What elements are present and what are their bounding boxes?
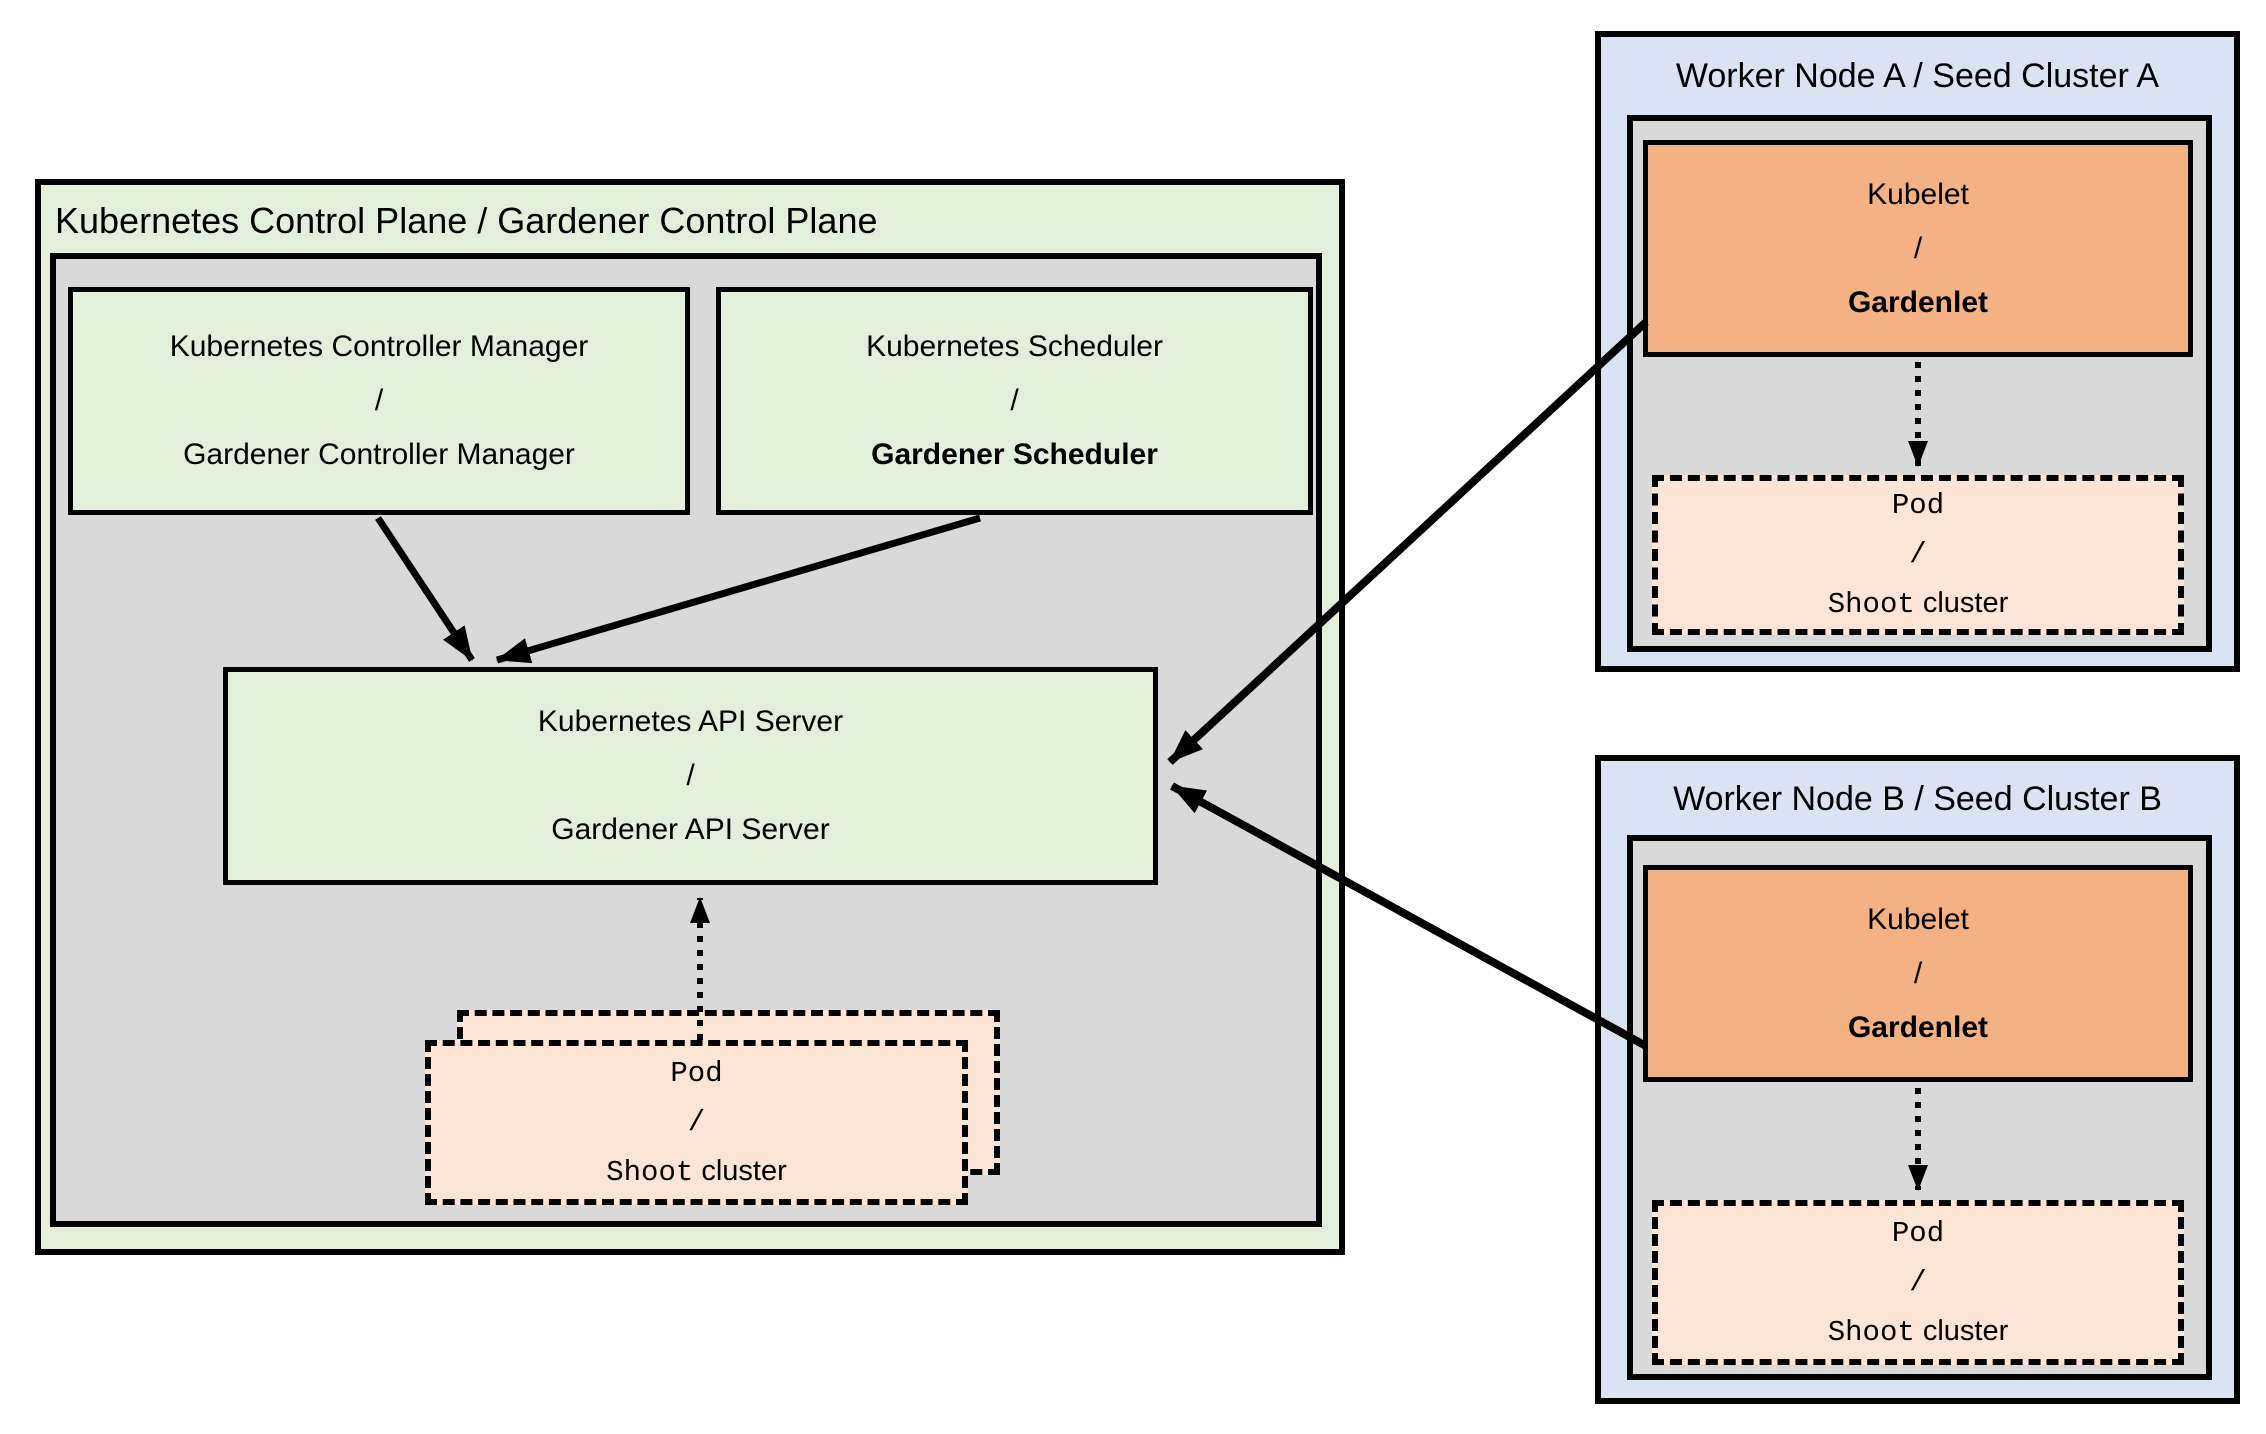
worker-a-kubelet-separator: /	[1913, 231, 1923, 265]
control-plane-inner-box: Kubernetes Controller Manager / Gardener…	[50, 253, 1322, 1227]
worker-b-pod-line1: Pod	[1891, 1216, 1945, 1250]
controller-manager-line1: Kubernetes Controller Manager	[169, 330, 589, 363]
worker-b-pod-line2-shoot: Shoot	[1827, 1315, 1915, 1349]
worker-b-pod-separator: /	[1909, 1265, 1927, 1299]
pod-line2-shoot: Shoot	[606, 1155, 694, 1189]
pod-line1: Pod	[670, 1056, 723, 1090]
pod-shoot-stack-front-box: Pod / Shoot cluster	[425, 1040, 968, 1205]
worker-b-kubelet-line1: Kubelet	[1867, 902, 1969, 936]
api-server-box: Kubernetes API Server / Gardener API Ser…	[223, 667, 1158, 885]
control-plane-title: Kubernetes Control Plane / Gardener Cont…	[55, 200, 878, 241]
worker-a-pod-separator: /	[1909, 538, 1927, 571]
worker-node-b-box: Worker Node B / Seed Cluster B Kubelet /…	[1595, 755, 2240, 1404]
controller-manager-box: Kubernetes Controller Manager / Gardener…	[68, 287, 690, 515]
worker-node-a-box: Worker Node A / Seed Cluster A Kubelet /…	[1595, 31, 2240, 672]
worker-a-kubelet-box: Kubelet / Gardenlet	[1643, 140, 2193, 357]
worker-b-kubelet-box: Kubelet / Gardenlet	[1643, 865, 2193, 1082]
pod-line2: Shoot cluster	[606, 1147, 787, 1197]
scheduler-line2: Gardener Scheduler	[871, 438, 1158, 471]
worker-node-a-inner-box: Kubelet / Gardenlet Pod / Shoot cluster	[1627, 115, 2212, 652]
worker-node-b-title: Worker Node B / Seed Cluster B	[1673, 779, 2162, 818]
worker-a-pod-box: Pod / Shoot cluster	[1652, 475, 2184, 635]
worker-a-pod-line2: Shoot cluster	[1828, 579, 2009, 629]
scheduler-line1: Kubernetes Scheduler	[866, 330, 1163, 363]
worker-b-pod-line2: Shoot cluster	[1828, 1307, 2009, 1357]
worker-a-kubelet-line2: Gardenlet	[1847, 285, 1989, 319]
worker-b-kubelet-line2: Gardenlet	[1847, 1010, 1989, 1044]
worker-b-kubelet-separator: /	[1913, 956, 1923, 990]
controller-manager-separator: /	[374, 384, 384, 417]
worker-a-pod-line1: Pod	[1891, 489, 1945, 522]
worker-a-pod-line2-cluster: cluster	[1922, 587, 2009, 619]
api-server-line2: Gardener API Server	[551, 813, 830, 846]
pod-separator: /	[687, 1105, 706, 1139]
control-plane-box: Kubernetes Control Plane / Gardener Cont…	[35, 179, 1345, 1255]
worker-a-pod-line2-shoot: Shoot	[1827, 588, 1915, 621]
controller-manager-line2: Gardener Controller Manager	[183, 438, 575, 471]
worker-a-kubelet-line1: Kubelet	[1867, 177, 1969, 211]
worker-b-pod-box: Pod / Shoot cluster	[1652, 1200, 2184, 1365]
worker-b-pod-line2-cluster: cluster	[1922, 1314, 2009, 1347]
api-server-separator: /	[686, 759, 695, 792]
scheduler-box: Kubernetes Scheduler / Gardener Schedule…	[716, 287, 1313, 515]
worker-node-a-title: Worker Node A / Seed Cluster A	[1675, 56, 2160, 95]
api-server-line1: Kubernetes API Server	[537, 705, 844, 738]
worker-node-b-inner-box: Kubelet / Gardenlet Pod / Shoot cluster	[1627, 835, 2212, 1380]
pod-line2-cluster: cluster	[701, 1154, 787, 1187]
scheduler-separator: /	[1010, 384, 1019, 417]
